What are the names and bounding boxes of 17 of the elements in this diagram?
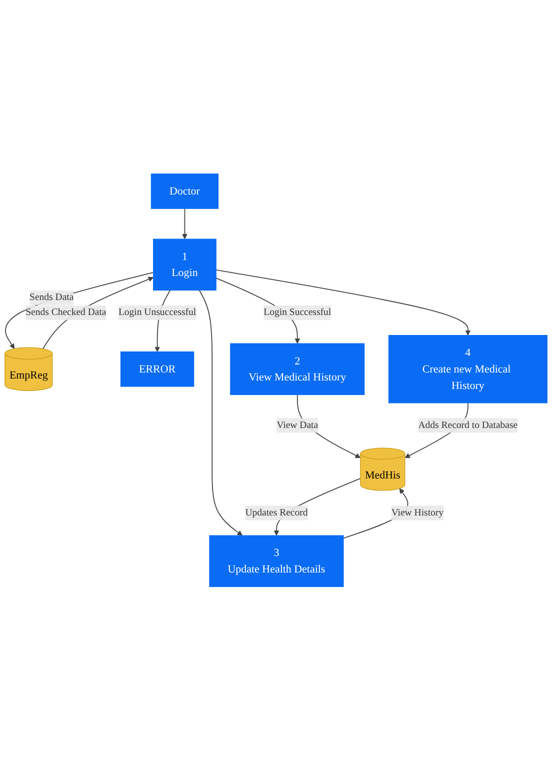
edge-label: Sends Data [30, 292, 74, 302]
arrow [216, 269, 471, 336]
node-box: 3 Update Health Details [209, 534, 344, 587]
edge-label: Adds Record to Database [418, 420, 518, 430]
edge-label: View History [391, 507, 444, 518]
node-box: 2 View Medical History [230, 342, 365, 395]
node-box: ERROR [120, 351, 194, 386]
edge-label: Login Successful [264, 306, 332, 318]
edge-label: Sends Checked Data [26, 306, 106, 318]
edge-label: View Data [276, 420, 318, 430]
node-box: 4 Create new Medical History [388, 334, 548, 403]
arrow [198, 289, 242, 536]
node-box: 1 Login [153, 238, 216, 290]
arrow [182, 208, 188, 239]
node-box: Doctor [150, 173, 219, 209]
edge-label: Login Unsuccessful [118, 306, 196, 318]
edge-label: Updates Record [245, 507, 308, 518]
